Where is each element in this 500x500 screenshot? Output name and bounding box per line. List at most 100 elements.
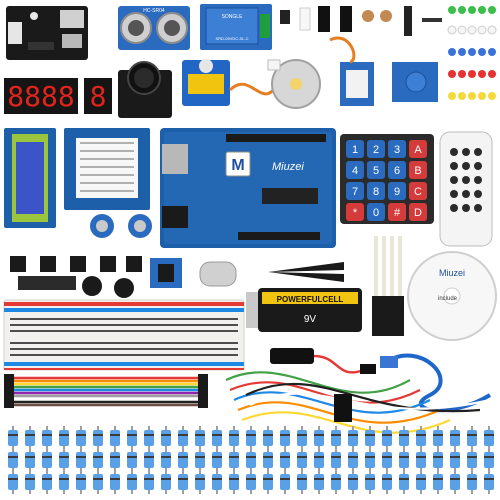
resistor: [59, 430, 69, 446]
resistor-lead: [420, 426, 422, 430]
fan-blade: [268, 262, 344, 282]
resistor: [433, 474, 443, 490]
ir-remote: [439, 131, 493, 247]
resistor: [246, 452, 256, 468]
resistor: [127, 474, 137, 490]
resistor-lead: [335, 448, 337, 452]
resistor-lead: [63, 490, 65, 494]
resistor-band: [127, 456, 137, 458]
resistor-band: [42, 434, 52, 436]
resistor-lead: [488, 490, 490, 494]
resistor: [178, 452, 188, 468]
resistor: [212, 474, 222, 490]
pin-headers: [372, 236, 404, 336]
keypad-key: [367, 182, 385, 200]
dc-motor: [199, 261, 237, 287]
resistor-lead: [471, 426, 473, 430]
resistor-band: [314, 456, 324, 458]
resistor-band: [212, 478, 222, 480]
keypad-key: [409, 161, 427, 179]
resistor-lead: [199, 426, 201, 430]
resistor: [365, 430, 375, 446]
keypad-key-label: 6: [394, 165, 400, 177]
resistor-band: [212, 456, 222, 458]
led-grid: [447, 6, 497, 100]
keypad-key-label: 3: [394, 144, 400, 156]
resistor-lead: [165, 490, 167, 494]
resistor: [433, 430, 443, 446]
resistor-band: [382, 478, 392, 480]
keypad-key-label: *: [353, 207, 358, 219]
resistor-band: [25, 456, 35, 458]
resistor-lead: [216, 490, 218, 494]
keypad-key: [346, 182, 364, 200]
resistor-lead: [63, 470, 65, 474]
keypad-key-label: 4: [352, 165, 358, 177]
small-components-top: [280, 6, 442, 36]
resistor-band: [297, 434, 307, 436]
resistor: [178, 474, 188, 490]
resistor-lead: [233, 426, 235, 430]
resistor-band: [161, 478, 171, 480]
resistor: [161, 430, 171, 446]
resistor-lead: [352, 426, 354, 430]
resistor: [433, 452, 443, 468]
resistor-lead: [63, 448, 65, 452]
rainbow-ribbon-wires: [4, 372, 208, 410]
keypad-key: [388, 161, 406, 179]
resistor: [246, 430, 256, 446]
resistor: [450, 474, 460, 490]
resistor-lead: [63, 426, 65, 430]
touch-sensor: [392, 62, 438, 102]
power-supply-module: [6, 6, 88, 60]
resistor-lead: [114, 448, 116, 452]
resistor-band: [76, 478, 86, 480]
resistor-lead: [352, 448, 354, 452]
resistor-lead: [488, 448, 490, 452]
resistor: [8, 452, 18, 468]
keypad-key: [388, 182, 406, 200]
resistor-band: [246, 456, 256, 458]
battery-9v: POWERFULCELL 9V: [246, 288, 362, 332]
keypad-key: [409, 140, 427, 158]
keypad-key-label: 2: [373, 144, 379, 156]
resistor-lead: [301, 448, 303, 452]
keypad-key: [388, 203, 406, 221]
resistor: [25, 430, 35, 446]
servo-motor: [182, 59, 278, 106]
resistor: [59, 474, 69, 490]
resistor-lead: [420, 470, 422, 474]
resistor: [297, 430, 307, 446]
resistor-lead: [182, 470, 184, 474]
resistor-band: [93, 478, 103, 480]
resistor: [229, 452, 239, 468]
resistor: [212, 430, 222, 446]
resistor: [348, 474, 358, 490]
resistor-lead: [437, 470, 439, 474]
resistor-band: [161, 434, 171, 436]
resistor-lead: [182, 490, 184, 494]
resistor-band: [331, 456, 341, 458]
resistor-lead: [420, 448, 422, 452]
resistor-lead: [80, 470, 82, 474]
resistor-lead: [29, 470, 31, 474]
resistor: [42, 452, 52, 468]
resistor: [484, 452, 494, 468]
push-buttons: [10, 256, 142, 272]
resistor-band: [399, 456, 409, 458]
resistor-lead: [267, 426, 269, 430]
resistor-band: [178, 478, 188, 480]
resistor-lead: [471, 490, 473, 494]
resistor: [399, 430, 409, 446]
resistor-band: [144, 456, 154, 458]
resistor-band: [280, 478, 290, 480]
resistor-band: [467, 478, 477, 480]
resistor-band: [399, 434, 409, 436]
resistor-band: [484, 456, 494, 458]
resistor-lead: [250, 490, 252, 494]
resistor: [212, 452, 222, 468]
resistor-lead: [131, 490, 133, 494]
resistor: [467, 452, 477, 468]
resistor-lead: [114, 426, 116, 430]
resistor: [382, 474, 392, 490]
